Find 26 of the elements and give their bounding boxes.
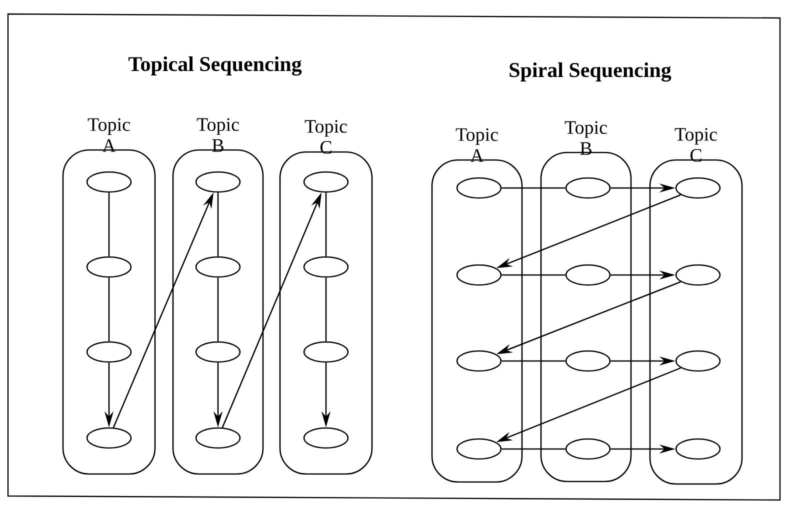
oval [195, 427, 241, 449]
oval [86, 256, 132, 278]
oval [86, 341, 132, 363]
oval [456, 264, 502, 286]
oval [456, 177, 502, 199]
oval [195, 341, 241, 363]
oval [456, 350, 502, 372]
oval [565, 264, 611, 286]
oval [675, 350, 721, 372]
panel-title: Spiral Sequencing [510, 62, 672, 82]
oval [675, 264, 721, 286]
oval [456, 438, 502, 460]
oval [675, 177, 721, 199]
oval [675, 438, 721, 460]
oval [565, 438, 611, 460]
oval [303, 341, 349, 363]
oval [303, 171, 349, 193]
oval [303, 256, 349, 278]
oval [86, 427, 132, 449]
oval [565, 177, 611, 199]
oval [303, 427, 349, 449]
oval [195, 256, 241, 278]
oval [565, 350, 611, 372]
oval [86, 171, 132, 193]
oval [195, 171, 241, 193]
panel-title: Topical Sequencing [128, 56, 302, 76]
